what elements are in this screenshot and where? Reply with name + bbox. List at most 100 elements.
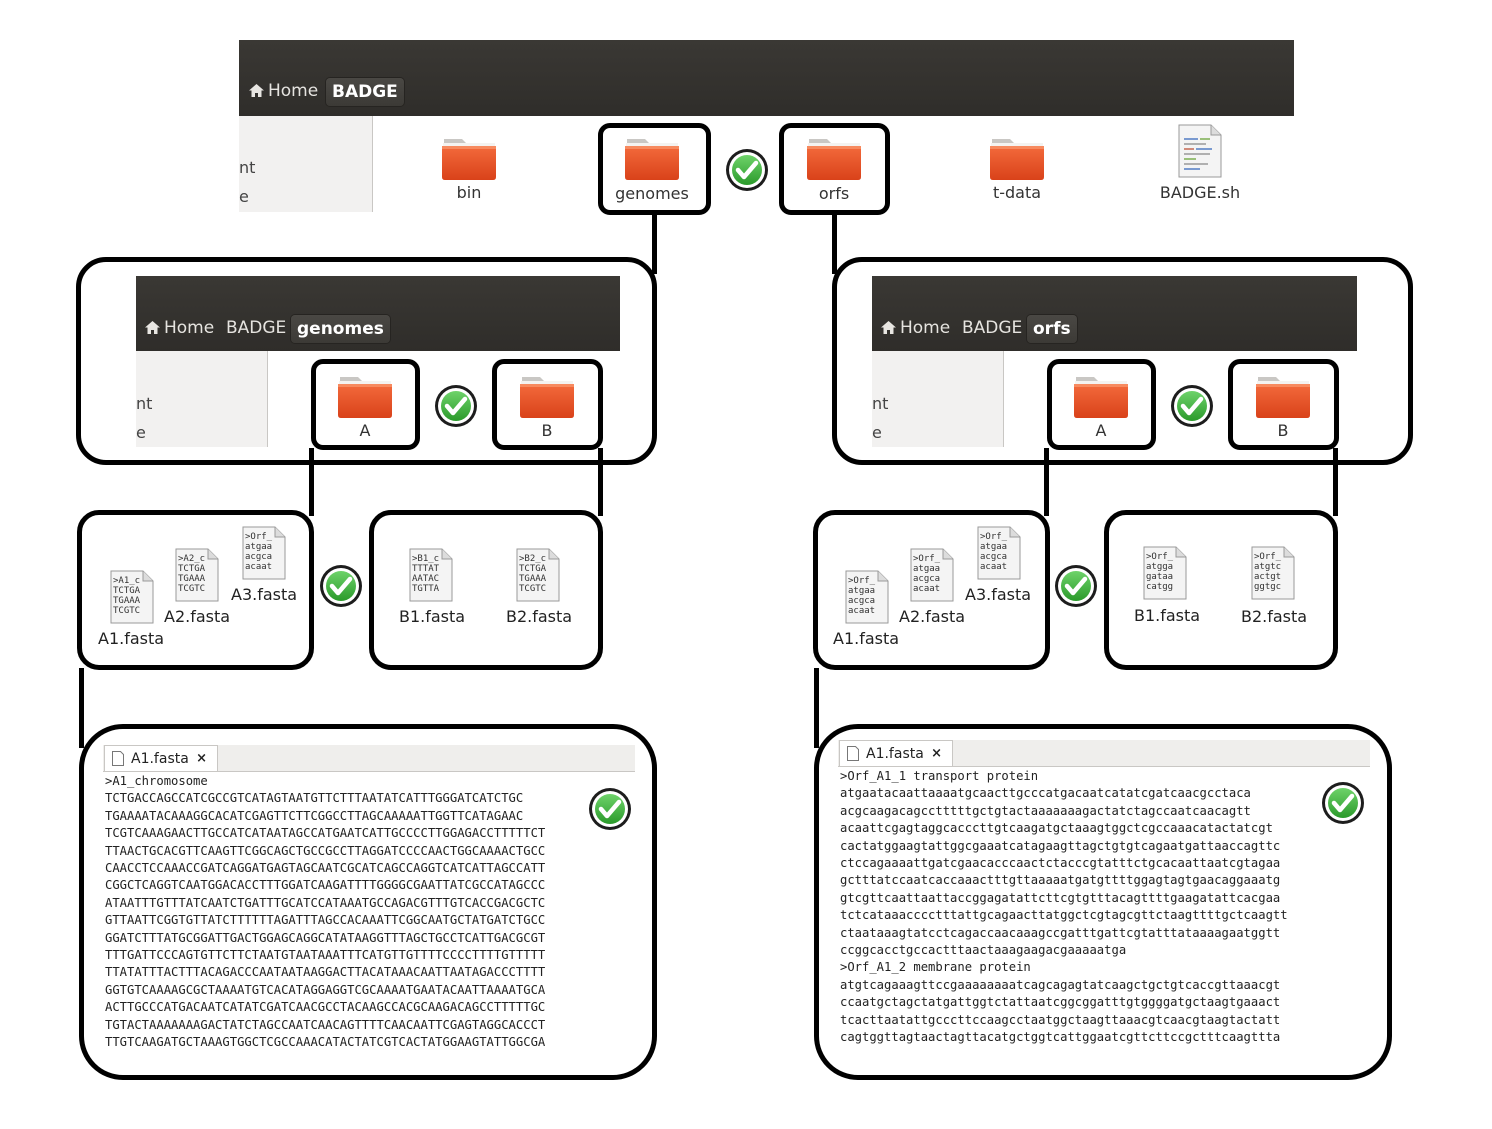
file-label: A3.fasta: [231, 585, 298, 604]
genomes-crumb-home[interactable]: Home: [145, 318, 214, 338]
check-icon: [1053, 563, 1099, 609]
file-label: A2.fasta: [164, 607, 231, 626]
close-icon[interactable]: ×: [931, 746, 942, 761]
file-preview: >A2_c TCTGA TGAAA TCGTC: [175, 548, 219, 602]
folder-label-t-data: t-data: [992, 183, 1042, 202]
connector-line: [1333, 448, 1338, 516]
file-snippet: >Orf_ atgaa acgca acaat: [980, 532, 1008, 572]
check-icon: [724, 147, 770, 193]
connector-line: [598, 448, 603, 516]
folder-icon-bin[interactable]: [441, 131, 497, 181]
file-label: B1.fasta: [399, 607, 466, 626]
genomes-crumb-genomes[interactable]: genomes: [291, 315, 390, 343]
genomes-sidebar: [136, 351, 268, 447]
crumb-label: Home: [268, 81, 319, 101]
close-icon[interactable]: ×: [196, 751, 207, 766]
highlight-folder-b: [492, 359, 603, 450]
home-icon: [881, 321, 896, 334]
folder-label-a: A: [359, 421, 371, 440]
highlight-folder-a: [1047, 359, 1156, 450]
highlight-orfs: [779, 123, 890, 215]
tab-label: A1.fasta: [866, 746, 924, 762]
orfs-crumb-home[interactable]: Home: [881, 318, 950, 338]
file-snippet: >Orf_ atgtc actgt ggtgc: [1254, 552, 1282, 592]
tab-label: A1.fasta: [131, 751, 189, 767]
connector-line: [832, 214, 837, 274]
genomes-crumb-badge[interactable]: BADGE: [226, 318, 287, 338]
connector-line: [814, 668, 819, 748]
file-preview: >Orf_ atgaa acgca acaat: [242, 526, 286, 580]
sidebar-fragment[interactable]: e: [872, 423, 882, 442]
folder-label-orfs: orfs: [818, 184, 850, 203]
file-label: B1.fasta: [1134, 606, 1201, 625]
folder-label-genomes: genomes: [615, 184, 689, 203]
genomes-b-files-frame: [369, 510, 603, 670]
folder-icon-t-data[interactable]: [989, 131, 1045, 181]
file-preview: >B2_c TCTGA TGAAA TCGTC: [516, 548, 560, 602]
orfs-editor-frame: [814, 724, 1392, 1080]
sidebar-fragment[interactable]: e: [239, 187, 249, 206]
connector-line: [652, 214, 657, 274]
file-label-badge-sh: BADGE.sh: [1159, 183, 1241, 202]
orfs-window-frame: [832, 257, 1413, 465]
highlight-folder-b: [1228, 359, 1339, 450]
check-icon: [433, 383, 479, 429]
highlight-genomes: [598, 123, 711, 215]
file-preview: >A1_c TCTGA TGAAA TCGTC: [110, 570, 154, 624]
top-crumb-home[interactable]: Home: [249, 81, 318, 101]
file-label: B2.fasta: [506, 607, 573, 626]
file-snippet: >Orf_ atgaa acgca acaat: [848, 576, 876, 616]
file-preview: >Orf_ atgga gataa catgg: [1143, 546, 1187, 600]
top-crumb-badge[interactable]: BADGE: [326, 78, 404, 106]
check-icon: [1320, 780, 1366, 826]
top-sidebar: [239, 116, 373, 212]
check-icon: [318, 563, 364, 609]
genome-sequence-text[interactable]: >A1_chromosome TCTGACCAGCCATCGCCGTCATAGT…: [105, 774, 546, 1050]
connector-line: [79, 668, 84, 748]
connector-line: [309, 448, 314, 516]
file-preview: >Orf_ atgtc actgt ggtgc: [1251, 546, 1295, 600]
check-icon: [587, 786, 633, 832]
genomes-window-frame: [76, 257, 657, 465]
editor-tab-a1-fasta[interactable]: A1.fasta ×: [839, 740, 953, 766]
check-icon: [1169, 383, 1215, 429]
file-label: A1.fasta: [833, 629, 900, 648]
sidebar-fragment[interactable]: nt: [136, 394, 153, 413]
sidebar-fragment[interactable]: e: [136, 423, 146, 442]
file-label: A2.fasta: [899, 607, 966, 626]
home-icon: [249, 84, 264, 97]
file-preview: >B1_c TTTAT AATAC TGTTA: [409, 548, 453, 602]
file-snippet: >B2_c TCTGA TGAAA TCGTC: [519, 554, 547, 594]
highlight-folder-a: [311, 359, 420, 450]
file-preview: >Orf_ atgaa acgca acaat: [845, 570, 889, 624]
orfs-crumb-orfs[interactable]: orfs: [1027, 315, 1077, 343]
file-preview: >Orf_ atgaa acgca acaat: [910, 548, 954, 602]
file-label: B2.fasta: [1241, 607, 1308, 626]
home-icon: [145, 321, 160, 334]
folder-label-bin: bin: [456, 183, 482, 202]
folder-label-a: A: [1095, 421, 1107, 440]
editor-tab-a1-fasta[interactable]: A1.fasta ×: [104, 745, 218, 771]
orf-sequence-text[interactable]: >Orf_A1_1 transport protein atgaatacaatt…: [840, 769, 1288, 1045]
top-toolbar: [239, 40, 1294, 116]
file-label: A1.fasta: [98, 629, 165, 648]
sidebar-fragment[interactable]: nt: [872, 394, 889, 413]
orfs-crumb-badge[interactable]: BADGE: [962, 318, 1023, 338]
file-snippet: >Orf_ atgga gataa catgg: [1146, 552, 1174, 592]
orfs-a-files-frame: [813, 510, 1050, 670]
file-snippet: >Orf_ atgaa acgca acaat: [913, 554, 941, 594]
file-snippet: >Orf_ atgaa acgca acaat: [245, 532, 273, 572]
orfs-toolbar: [872, 276, 1357, 351]
file-preview: >Orf_ atgaa acgca acaat: [977, 526, 1021, 580]
crumb-label: Home: [900, 318, 951, 338]
crumb-label: Home: [164, 318, 215, 338]
orfs-sidebar: [872, 351, 1004, 447]
genomes-a-files-frame: [77, 510, 314, 670]
file-label: A3.fasta: [965, 585, 1032, 604]
file-snippet: >A1_c TCTGA TGAAA TCGTC: [113, 576, 141, 616]
sidebar-fragment[interactable]: nt: [239, 158, 256, 177]
folder-label-b: B: [541, 421, 553, 440]
file-snippet: >B1_c TTTAT AATAC TGTTA: [412, 554, 440, 594]
document-icon: [847, 746, 859, 761]
script-file-icon[interactable]: [1178, 124, 1222, 178]
